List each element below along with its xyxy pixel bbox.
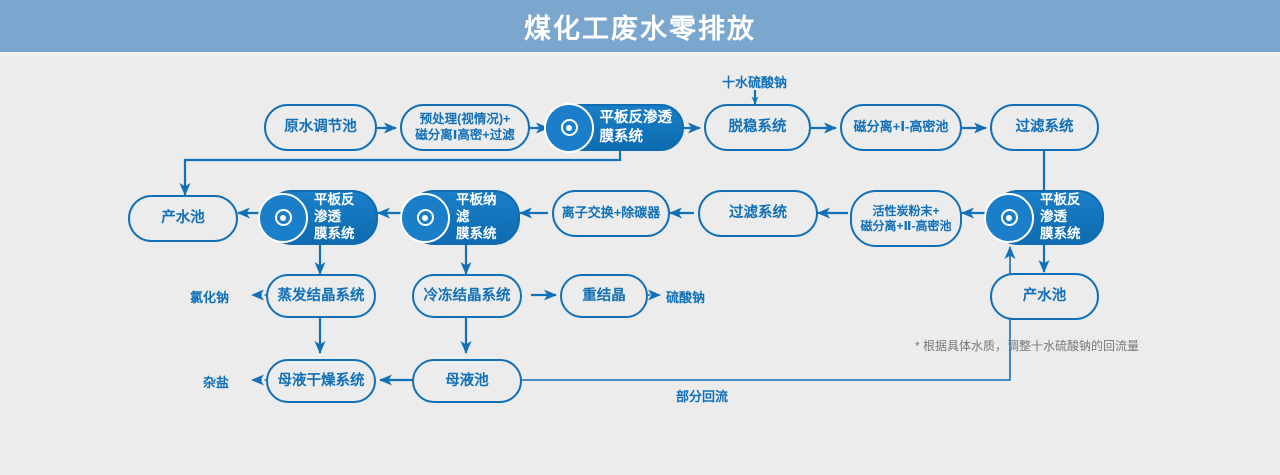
node-label: 产水池: [161, 210, 205, 227]
node-flat-ro-membrane-1[interactable]: 平板反渗透 膜系统: [544, 102, 684, 153]
membrane-disc-icon: [258, 192, 308, 243]
page-title: 煤化工废水零排放: [524, 13, 756, 44]
membrane-disc-icon: [544, 102, 594, 153]
node-filtration-system-1[interactable]: 过滤系统: [990, 104, 1099, 151]
node-label: 平板反渗透 膜系统: [1040, 192, 1081, 241]
node-label: 脱稳系统: [728, 119, 787, 136]
membrane-disc-icon: [984, 192, 1034, 243]
node-label: 过滤系统: [1015, 119, 1074, 136]
node-label: 平板纳滤 膜系统: [456, 192, 497, 241]
label-partial-recycle: 部分回流: [676, 389, 729, 404]
label-sodium-sulfate-decahydrate: 十水硫酸钠: [722, 75, 788, 90]
node-activated-carbon-magnetic-separation-2[interactable]: 活性炭粉末+ 磁分离+Ⅱ-高密池: [850, 190, 962, 247]
membrane-disc-icon: [400, 192, 450, 243]
node-mother-liquor-drying[interactable]: 母液干燥系统: [266, 359, 376, 403]
node-label: 预处理(视情况)+ 磁分离Ⅰ高密+过滤: [415, 111, 515, 142]
node-freeze-crystallization[interactable]: 冷冻结晶系统: [412, 274, 522, 318]
node-label: 重结晶: [582, 287, 626, 304]
node-raw-water-tank[interactable]: 原水调节池: [264, 104, 377, 151]
node-label: 冷冻结晶系统: [423, 287, 511, 304]
label-sodium-chloride: 氯化钠: [190, 290, 230, 305]
node-label: 离子交换+除碳器: [561, 205, 661, 221]
node-label: 过滤系统: [729, 205, 787, 222]
node-flat-ro-membrane-2[interactable]: 平板反渗透 膜系统: [258, 190, 378, 245]
title-underline: [0, 52, 1280, 56]
node-mother-liquor-tank[interactable]: 母液池: [412, 359, 522, 403]
node-label: 原水调节池: [284, 119, 357, 136]
edge-n3-n13: [179, 151, 622, 196]
node-label: 产水池: [1022, 288, 1067, 305]
node-filtration-system-2[interactable]: 过滤系统: [698, 190, 818, 237]
node-product-water-tank-1[interactable]: 产水池: [128, 195, 238, 242]
title-bar: 煤化工废水零排放: [0, 0, 1280, 52]
connector-layer: [179, 90, 1050, 386]
node-label: 平板反渗透 膜系统: [599, 110, 673, 145]
node-flat-nf-membrane[interactable]: 平板纳滤 膜系统: [400, 190, 520, 245]
node-label: 蒸发结晶系统: [277, 287, 365, 304]
node-pretreatment[interactable]: 预处理(视情况)+ 磁分离Ⅰ高密+过滤: [400, 104, 530, 151]
node-label: 母液池: [445, 372, 489, 389]
label-mixed-salt: 杂盐: [203, 375, 230, 390]
node-label: 母液干燥系统: [277, 372, 365, 389]
label-sodium-sulfate: 硫酸钠: [666, 290, 706, 305]
node-magnetic-separation-1[interactable]: 磁分离+Ⅰ-高密池: [840, 104, 962, 151]
node-label: 活性炭粉末+ 磁分离+Ⅱ-高密池: [860, 203, 952, 233]
node-ion-exchange-decarbonator[interactable]: 离子交换+除碳器: [552, 190, 670, 237]
diagram-canvas: 原水调节池 预处理(视情况)+ 磁分离Ⅰ高密+过滤 平板反渗透 膜系统 脱稳系统…: [0, 56, 1280, 475]
node-destabilization-system[interactable]: 脱稳系统: [704, 104, 811, 151]
footnote-text: * 根据具体水质，调整十水硫酸钠的回流量: [915, 339, 1140, 353]
node-recrystallization[interactable]: 重结晶: [560, 274, 648, 318]
node-label: 磁分离+Ⅰ-高密池: [853, 119, 949, 135]
node-product-water-tank-2[interactable]: 产水池: [990, 273, 1099, 320]
node-evaporation-crystallization[interactable]: 蒸发结晶系统: [266, 274, 376, 318]
node-flat-ro-membrane-3[interactable]: 平板反渗透 膜系统: [984, 190, 1104, 245]
node-label: 平板反渗透 膜系统: [314, 192, 355, 241]
